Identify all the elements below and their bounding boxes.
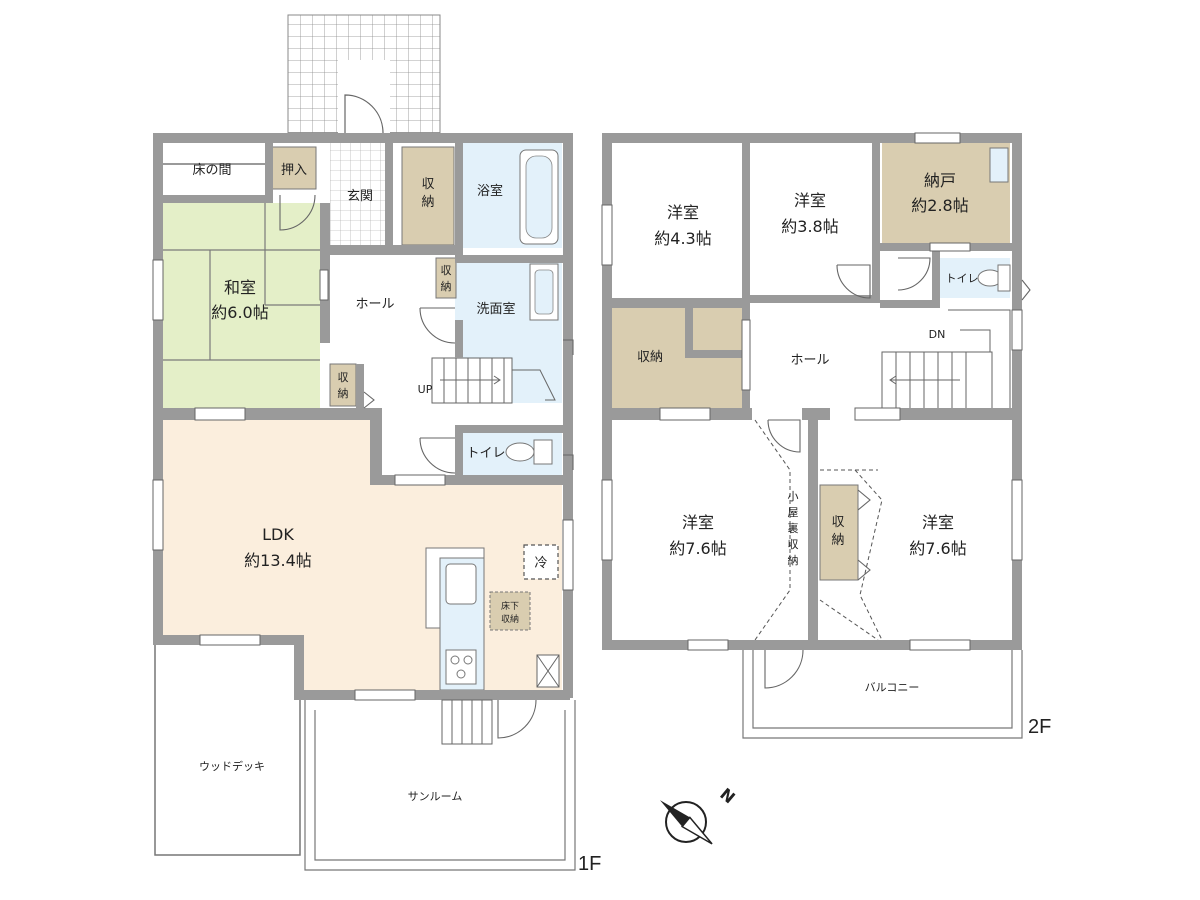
label-balcony: バルコニー [865,681,920,694]
label-washitsu: 和室 [224,278,256,297]
label-closet-2f-2: 納 [831,533,844,548]
labels: 床の間 押入 玄関 収 納 浴室 洗面室 収 納 和室 約6.0帖 ホール 収 … [192,163,1051,875]
label-hall-1f: ホール [355,297,394,312]
floor-1 [152,14,576,871]
closet-2f-fill [819,484,859,581]
windows-1f [152,259,574,701]
label-fridge: 冷 [534,556,547,571]
label-toilet-2f: トイレ [946,272,979,285]
doors-1f [279,194,574,739]
label-hall-storage-1: 収 [441,264,452,277]
tatami-lines [163,203,320,361]
label-room4: 洋室 [922,513,954,532]
label-sunroom: サンルーム [408,790,463,803]
label-storage-2f: 収納 [637,350,663,365]
label-attic-3: 裏 [788,521,799,535]
label-washitsu-storage-2: 納 [338,387,349,400]
compass: N [659,784,739,845]
underfloor-storage [489,591,531,631]
label-tokonoma: 床の間 [192,163,231,178]
label-underfloor-2: 収納 [501,613,519,625]
label-hall-2f: ホール [790,353,829,368]
label-room2-size: 約3.8帖 [781,217,838,236]
stairs-1f [431,357,556,404]
label-washitsu-storage-1: 収 [338,371,349,384]
label-hall-storage-2: 納 [441,280,452,293]
label-underfloor-1: 床下 [501,600,519,612]
label-closet-2f-1: 収 [831,515,844,530]
washitsu-storage [329,363,357,407]
label-room4-size: 約7.6帖 [909,539,966,558]
label-room3: 洋室 [682,513,714,532]
stairs-2f [881,309,1011,411]
label-ldk-size: 約13.4帖 [244,551,312,570]
label-dn: DN [929,328,946,341]
label-oshiire: 押入 [281,163,307,178]
label-floor-1: 1F [578,853,601,875]
label-ldk: LDK [262,525,294,544]
wood-deck-outline [154,645,301,856]
hall-storage [435,257,457,299]
compass-needle-north [659,800,690,827]
label-genkan: 玄関 [347,189,373,204]
sunroom-outline [304,700,576,871]
label-attic-4: 収 [788,538,799,551]
label-nando: 納戸 [924,171,956,190]
label-nando-size: 約2.8帖 [911,196,968,215]
label-attic-1: 小 [788,490,799,503]
tokonoma [163,143,265,203]
label-attic-2: 屋 [788,506,799,519]
label-attic-5: 納 [788,554,799,567]
label-genkan-storage-2: 納 [421,195,434,210]
label-genkan-storage-1: 収 [421,177,434,192]
label-washroom: 洗面室 [476,301,515,317]
doors-2f [764,257,1031,689]
genkan-tile [330,143,385,245]
compass-north-label: N [716,784,738,807]
compass-ring [665,801,707,843]
label-room2: 洋室 [794,191,826,210]
label-toilet-1f: トイレ [466,446,505,461]
label-floor-2: 2F [1028,716,1051,738]
compass-needle-south [680,816,713,845]
nando-fill [882,143,1010,243]
label-wood-deck: ウッドデッキ [199,759,265,773]
label-bath: 浴室 [477,183,503,199]
balcony-outline [742,650,1023,739]
label-up: UP [418,383,433,396]
label-room3-size: 約7.6帖 [669,539,726,558]
windows-2f [601,132,1023,651]
label-room1: 洋室 [667,203,699,222]
attic-dashed [754,419,883,641]
label-room1-size: 約4.3帖 [654,229,711,248]
label-washitsu-size: 約6.0帖 [211,303,268,322]
fridge [523,544,559,580]
floor-2 [601,132,1031,739]
